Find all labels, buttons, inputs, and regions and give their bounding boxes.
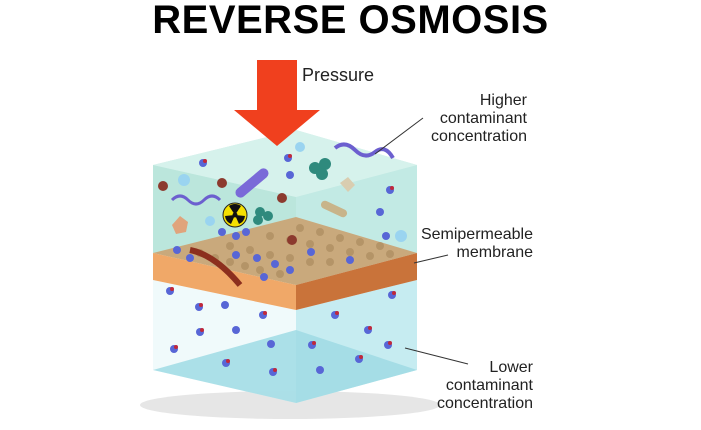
label-line: Lower <box>489 359 533 376</box>
lower-chamber <box>153 280 417 403</box>
semipermeable-membrane <box>153 217 417 310</box>
label-line: Semipermeable <box>420 226 533 243</box>
lower-concentration-label: Lower contaminant concentration <box>437 359 533 413</box>
pressure-arrow <box>234 60 320 146</box>
shadow <box>140 391 440 419</box>
contaminants <box>170 142 395 234</box>
label-line: membrane <box>456 244 533 261</box>
label-line: contaminant <box>439 110 527 127</box>
leader-lines <box>374 117 469 365</box>
water-molecules <box>158 142 407 376</box>
bottom-water-surface <box>153 330 417 403</box>
membrane-label: Semipermeable membrane <box>421 226 533 262</box>
label-line: Higher <box>479 92 527 109</box>
label-line: concentration <box>436 395 533 412</box>
label-line: contaminant <box>445 377 533 394</box>
blood-cell-contaminant <box>189 247 243 287</box>
pressure-label: Pressure <box>302 65 375 85</box>
higher-concentration-label: Higher contaminant concentration <box>431 92 527 146</box>
diagram-title: REVERSE OSMOSIS <box>152 0 549 42</box>
label-line: concentration <box>430 128 527 145</box>
radiation-icon <box>222 202 248 228</box>
